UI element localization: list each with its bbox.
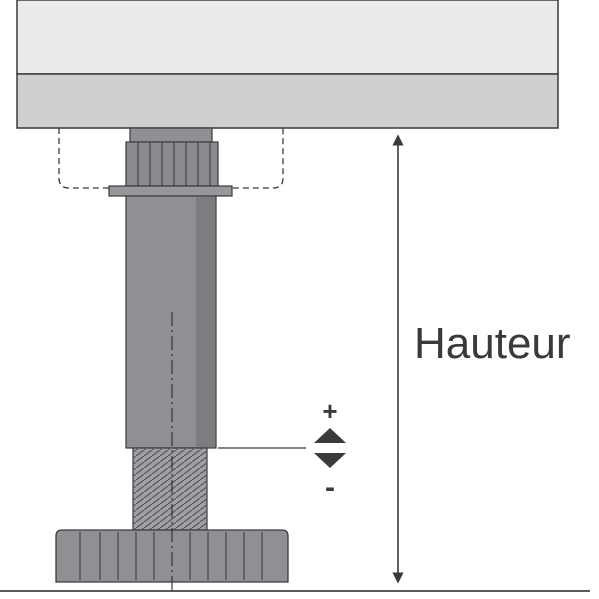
leg-ribbed-head <box>125 141 219 187</box>
cabinet-panel <box>16 0 559 129</box>
leg-foot-ribs <box>79 532 263 580</box>
leg-flange <box>108 185 233 197</box>
adjust-up-triangle <box>314 428 346 443</box>
minus-sign: - <box>325 471 335 504</box>
leg-thread-pattern <box>133 448 207 530</box>
cabinet-plinth-board <box>16 73 559 129</box>
leg-top-collar <box>129 127 213 143</box>
up-down-triangles-icon <box>314 428 346 468</box>
leg-head-ribs <box>137 142 211 186</box>
plus-sign: + <box>322 396 337 426</box>
adjust-down-triangle <box>314 453 346 468</box>
leg-tube-shade <box>196 197 215 447</box>
mounting-bracket-outline <box>58 128 284 189</box>
adjustable-leg <box>55 127 289 592</box>
cabinet-top-board <box>16 0 559 75</box>
height-label: Hauteur <box>414 319 571 368</box>
